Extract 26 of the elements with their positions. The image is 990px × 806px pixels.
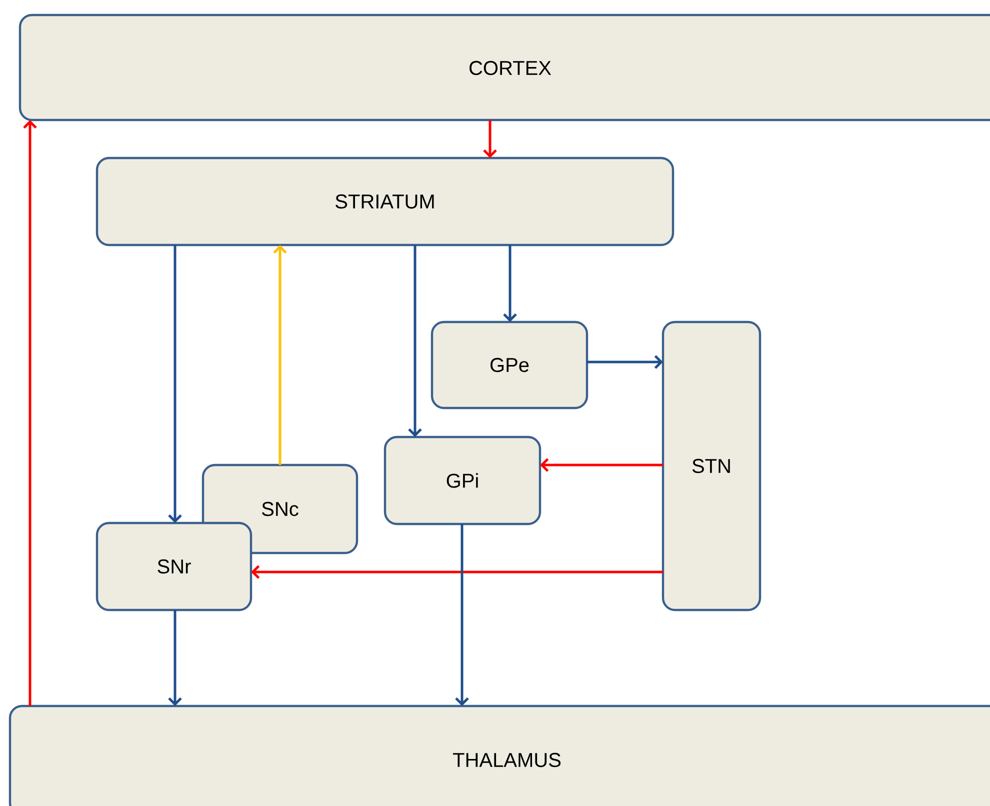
- arrow: [273, 245, 287, 465]
- region-box: [18, 14, 990, 122]
- arrow: [503, 245, 517, 322]
- arrow: [168, 610, 182, 706]
- region-box: [662, 320, 762, 612]
- arrow: [23, 120, 37, 706]
- arrow: [540, 458, 663, 472]
- arrow: [168, 245, 182, 523]
- region-box: [96, 522, 252, 612]
- region-box: [96, 156, 674, 246]
- region-label: GPi: [446, 473, 478, 488]
- arrow: [587, 355, 663, 369]
- region-label: SNc: [262, 502, 298, 516]
- region-label: STN: [692, 458, 730, 474]
- arrow: [455, 524, 469, 706]
- region-label: STRIATUM: [336, 194, 434, 209]
- region-label: THALAMUS: [453, 752, 561, 768]
- region-label: GPe: [490, 358, 529, 372]
- arrow: [408, 245, 422, 437]
- region-label: CORTEX: [470, 60, 552, 76]
- region-box: [384, 436, 542, 526]
- region-box: [8, 704, 990, 806]
- arrow: [483, 120, 497, 158]
- arrow: [251, 565, 663, 579]
- region-box: [430, 320, 588, 410]
- region-label: SNr: [158, 559, 191, 574]
